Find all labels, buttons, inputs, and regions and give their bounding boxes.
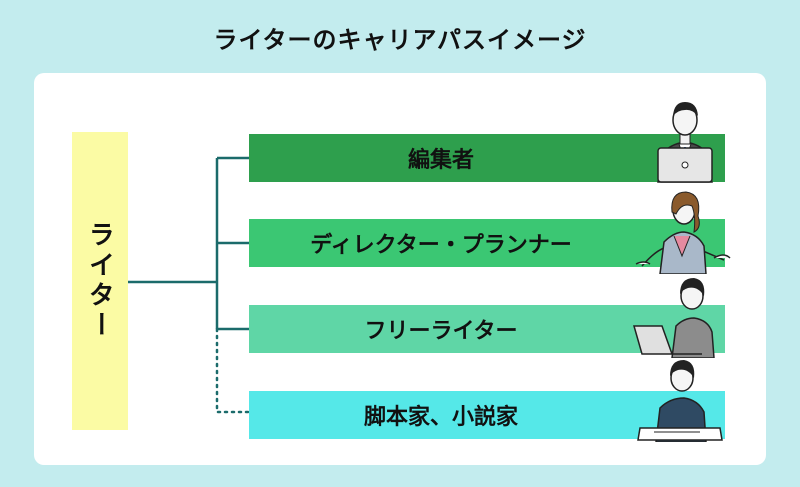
person-writing-illustration — [637, 360, 723, 442]
root-node-writer: ライター — [72, 132, 128, 430]
branch-label-freelance-writer: フリーライター — [364, 319, 518, 344]
woman-presenting-illustration — [635, 191, 731, 274]
businessman-laptop-illustration — [657, 102, 713, 183]
branch-label-editor: 編集者 — [407, 148, 474, 173]
branch-label-director-planner: ディレクター・プランナー — [310, 233, 572, 258]
man-laptop-illustration — [633, 278, 715, 358]
branch-connector-screenwriter — [215, 327, 251, 414]
root-node-label: ライター — [84, 221, 115, 341]
branch-label-screenwriter-novelist: 脚本家、小説家 — [363, 405, 518, 430]
diagram-title: ライターのキャリアパスイメージ — [213, 26, 587, 54]
branch-editor: 編集者 — [249, 134, 725, 182]
branch-director-planner: ディレクター・プランナー — [249, 219, 725, 267]
